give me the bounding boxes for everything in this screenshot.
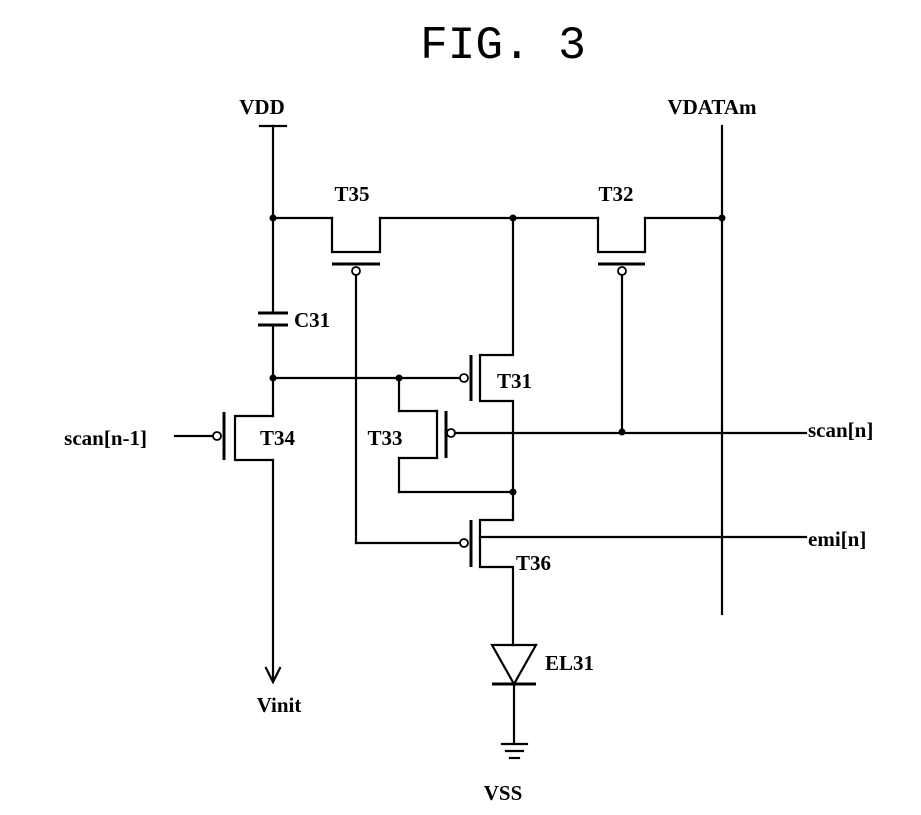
t35-label: T35 bbox=[334, 182, 369, 206]
scan-n-label: scan[n] bbox=[808, 418, 873, 442]
vdd-label: VDD bbox=[239, 95, 285, 119]
emi-n-label: emi[n] bbox=[808, 527, 866, 551]
transistor-t34 bbox=[175, 412, 273, 680]
scan-n-1-label: scan[n-1] bbox=[64, 426, 147, 450]
vinit-label: Vinit bbox=[257, 693, 302, 717]
transistor-t32 bbox=[598, 218, 645, 432]
el31-label: EL31 bbox=[545, 651, 594, 675]
t34-label: T34 bbox=[260, 426, 296, 450]
transistor-t33 bbox=[399, 411, 806, 492]
vss-label: VSS bbox=[484, 781, 523, 805]
t36-label: T36 bbox=[516, 551, 551, 575]
transistor-t31 bbox=[460, 218, 513, 515]
capacitor-c31 bbox=[258, 313, 288, 416]
ground-icon bbox=[502, 744, 527, 758]
c31-label: C31 bbox=[294, 308, 330, 332]
t31-label: T31 bbox=[497, 369, 532, 393]
figure-title: FIG. 3 bbox=[420, 20, 586, 72]
gate-node-wiring bbox=[273, 378, 460, 411]
oled-el31 bbox=[492, 645, 536, 744]
t32-label: T32 bbox=[598, 182, 633, 206]
vdata-label: VDATAm bbox=[667, 95, 757, 119]
t33-label: T33 bbox=[367, 426, 402, 450]
transistor-t35 bbox=[332, 218, 380, 543]
transistor-t36 bbox=[356, 515, 806, 645]
